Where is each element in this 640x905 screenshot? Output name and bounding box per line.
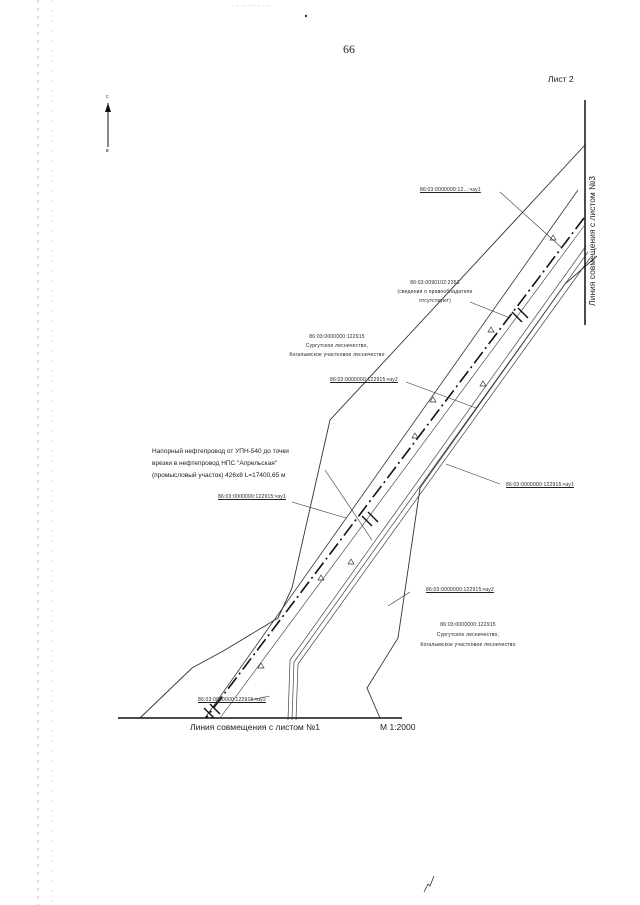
scale-label: М 1:2000: [380, 722, 416, 732]
scribble-mark: [423, 875, 435, 893]
page-number: 66: [343, 42, 355, 56]
leader-upper-right: [469, 301, 511, 319]
parcel-label-lower-right-callout: 86:03:0000000:122915:чзу2: [426, 587, 494, 593]
leader-left-mid: [291, 501, 347, 519]
parcel-label-lower-right-2: Сургутское лесничество,: [436, 632, 500, 638]
parcel-label-lower-right-1: 86:03:0000000:122915: [440, 622, 496, 628]
row-boundary-1: [204, 189, 579, 719]
north-arrow-top-letter: c: [106, 94, 109, 100]
parcel-label-center-2: Сургутское лесничество,: [305, 343, 369, 349]
pipeline-label-line-2: врезки в нефтепровод НПС "Апрельская": [152, 460, 278, 467]
parcel-label-upper-right-1: 86:03:0090102:2353: [410, 280, 460, 286]
road-line-1: [289, 245, 587, 661]
parcel-label-center-1: 86:03:0000000:122915: [309, 334, 365, 340]
north-arrow-icon: [105, 103, 111, 147]
parcel-label-right-mid: 86:03:0000000:122915:чзу1: [506, 482, 574, 488]
crossing-marker-bottom: [203, 703, 221, 719]
pipeline-label-line-3: (промысловый участок) 426х8 L=17400,65 м: [152, 472, 286, 479]
parcel-label-bottom-left: 86:03:0000000:122915:чзу2: [198, 697, 266, 703]
vertex-markers: [257, 234, 557, 669]
parcel-boundary-left: [119, 144, 586, 719]
parcel-label-upper-right-2: (сведения о правообладателе: [397, 289, 473, 295]
road-line-3: [297, 257, 591, 665]
crossing-marker-upper: [511, 307, 529, 323]
match-line-bottom-label: Линия совмещения с листом №1: [190, 722, 320, 732]
parcel-boundary-right: [366, 255, 598, 719]
crossing-marker-middle: [361, 511, 379, 527]
row-boundary-2: [219, 225, 585, 719]
header-marks: · ·· ··· ···· ·· · ···: [232, 3, 272, 9]
road-tail-2: [291, 661, 295, 721]
leader-top: [499, 191, 563, 249]
top-dot: [304, 14, 308, 18]
road-tail-3: [295, 663, 299, 721]
parcel-label-left-mid: 86:03:0000000:122915:чзу1: [218, 494, 286, 500]
parcel-label-lower-right-3: Когалымское участковое лесничество: [420, 642, 516, 648]
sheet-label: Лист 2: [548, 74, 574, 84]
leader-bottom-left: [249, 695, 271, 701]
parcel-label-upper-right-3: отсутствуют): [419, 298, 451, 304]
north-arrow-bottom-letter: в: [106, 148, 109, 154]
pipeline-line: [205, 217, 585, 719]
parcel-label-mid: 86:03:0000000:122915:чзу2: [330, 377, 398, 383]
pipeline-label-line-1: Напорный нефтепровод от УПН-540 до точки: [152, 448, 289, 455]
match-line-right-label: Линия совмещения с листом №3: [587, 176, 597, 306]
parcel-label-top: 86:03:0000000:12...:чзу1: [420, 187, 481, 193]
road-line-2: [293, 251, 589, 663]
leader-right-mid: [445, 463, 501, 485]
leader-lower-right: [387, 591, 411, 607]
road-tail-1: [287, 659, 291, 721]
leader-mid: [405, 381, 477, 409]
leader-pipeline: [324, 469, 373, 541]
parcel-label-center-3: Когалымское участковое лесничество: [289, 352, 385, 358]
